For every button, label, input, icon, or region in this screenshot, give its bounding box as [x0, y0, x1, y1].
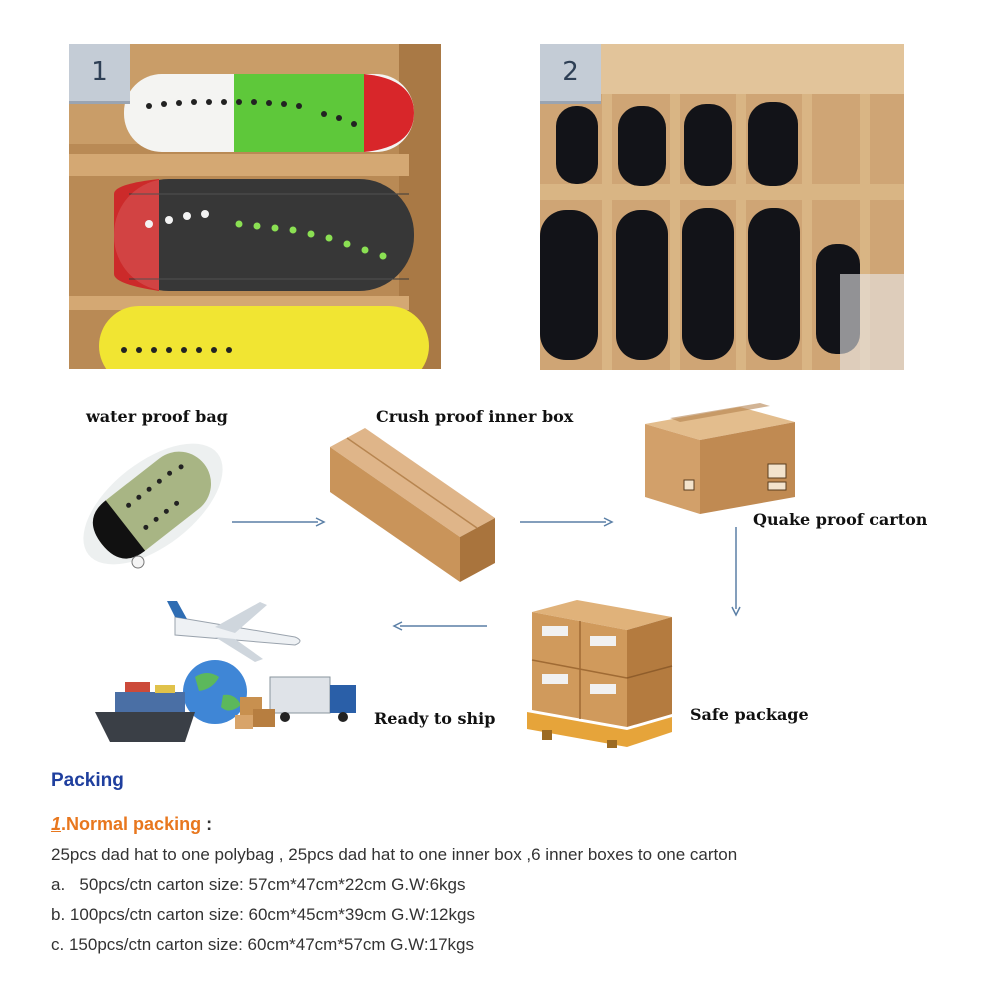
- section-title: Normal packing: [66, 814, 202, 834]
- item-letter: b.: [51, 905, 66, 924]
- hats-in-boxes-illustration: [69, 44, 441, 369]
- step-label-water-proof-bag: water proof bag: [86, 407, 228, 426]
- section-colon: :: [201, 814, 213, 834]
- inner-box-image: [330, 428, 495, 582]
- ready-to-ship-image: [95, 601, 356, 742]
- packing-item-a: a. 50pcs/ctn carton size: 57cm*47cm*22cm…: [51, 875, 465, 895]
- arrow-left-icon: [392, 621, 487, 631]
- item-text: 100pcs/ctn carton size: 60cm*45cm*39cm G…: [69, 905, 475, 924]
- packing-photo-hats-in-boxes: 1: [69, 44, 441, 369]
- section-separator: .: [61, 814, 67, 834]
- photo-number-badge: 2: [540, 44, 601, 101]
- section-number: 1: [51, 814, 62, 834]
- packing-photo-black-hats-grid: 2: [540, 44, 904, 370]
- quake-proof-carton-image: [645, 403, 795, 514]
- step-label-quake-proof-carton: Quake proof carton: [753, 510, 928, 529]
- step-label-safe-package: Safe package: [690, 705, 809, 724]
- arrow-right-icon: [520, 517, 614, 527]
- normal-packing-title: 1.Normal packing :: [51, 814, 212, 835]
- packing-item-b: b. 100pcs/ctn carton size: 60cm*45cm*39c…: [51, 905, 475, 925]
- arrow-right-icon: [232, 517, 326, 527]
- item-letter: a.: [51, 875, 66, 894]
- water-proof-bag-image: [83, 443, 223, 569]
- packing-description: 25pcs dad hat to one polybag , 25pcs dad…: [51, 845, 738, 864]
- step-label-inner-box: Crush proof inner box: [376, 407, 574, 426]
- packaging-flow-diagram: water proof bag Crush proof inner box Qu…: [40, 387, 960, 757]
- arrow-down-icon: [731, 527, 741, 617]
- step-label-ready-to-ship: Ready to ship: [374, 709, 496, 728]
- item-letter: c.: [51, 935, 65, 954]
- packing-item-c: c. 150pcs/ctn carton size: 60cm*47cm*57c…: [51, 935, 474, 955]
- item-text: 50pcs/ctn carton size: 57cm*47cm*22cm G.…: [79, 875, 466, 894]
- item-text: 150pcs/ctn carton size: 60cm*47cm*57cm G…: [68, 935, 474, 954]
- safe-package-pallet-image: [527, 600, 673, 748]
- photo-number-badge: 1: [69, 44, 130, 101]
- packing-heading: Packing: [51, 770, 124, 791]
